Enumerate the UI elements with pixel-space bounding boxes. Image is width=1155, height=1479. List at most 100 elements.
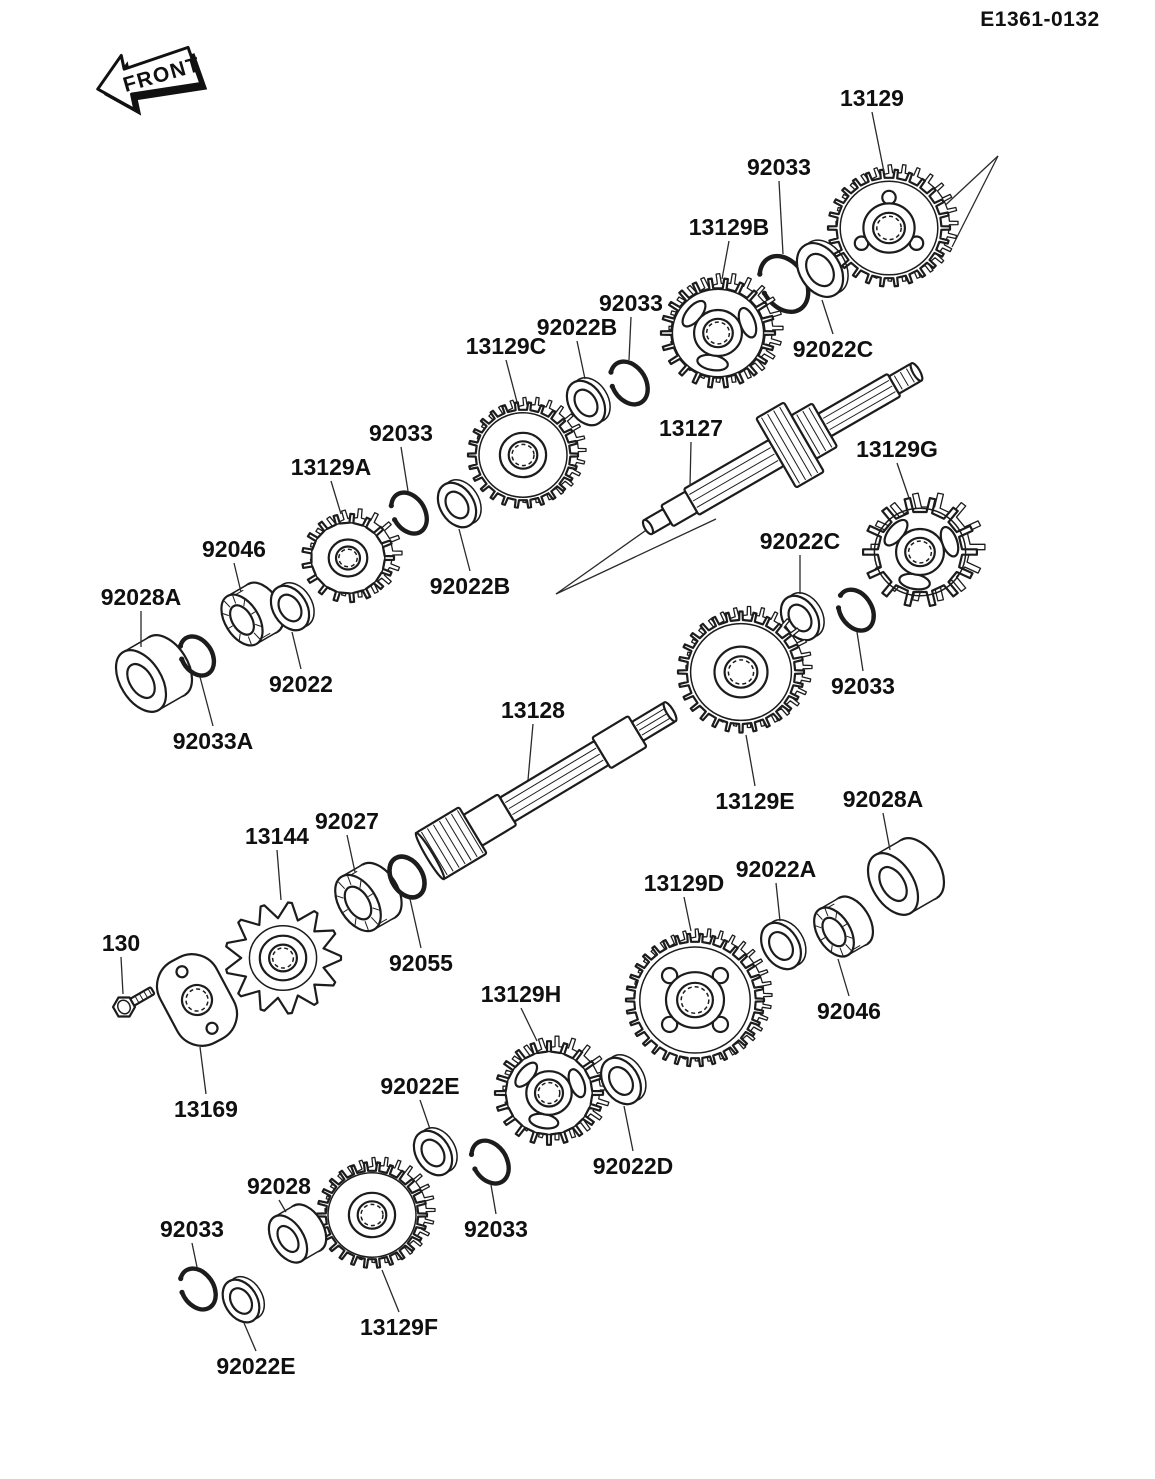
leader-line [576,340,586,380]
leader-line [683,896,692,932]
leader-line [896,462,910,499]
part-label-13144: 13144 [245,823,309,849]
leader-line [381,1269,400,1313]
part-label-92033: 92033 [160,1216,224,1242]
leader-line [505,359,518,403]
leader-line [400,446,409,492]
leader-line [689,441,692,487]
part-gear-13129H [493,1035,612,1146]
part-washer-92022 [269,582,315,632]
part-plate-13169 [155,953,239,1047]
part-gear-13129 [826,164,959,288]
part-label-92028A: 92028A [843,786,924,812]
leader-line [721,240,730,280]
leader-line [233,562,242,593]
leader-line [778,180,784,255]
part-label-92033: 92033 [369,420,433,446]
part-label-92022: 92022 [269,671,333,697]
labels-layer: 1312713128131299203392022C13129B92033920… [101,85,938,1379]
part-oring-92055 [387,854,427,900]
part-gear-13129A [301,508,403,604]
part-label-92022E: 92022E [216,1353,295,1379]
part-label-92022B: 92022B [537,314,618,340]
part-washer-92022E [412,1127,458,1177]
part-label-92022A: 92022A [736,856,817,882]
part-label-92022C: 92022C [760,528,841,554]
part-bolt-130 [111,986,156,1018]
part-label-13127: 13127 [659,415,723,441]
leader-line [330,480,342,515]
part-label-92022C: 92022C [793,336,874,362]
part-washer-92022B [565,377,611,427]
part-washer-92022B [436,479,482,529]
part-label-13129A: 13129A [291,454,372,480]
leader-line [520,1007,538,1042]
part-label-13129H: 13129H [481,981,562,1007]
part-circlip-92033 [178,1266,218,1312]
part-circlip-92033A [177,634,217,678]
part-gear-13129B [659,272,784,389]
part-bearing-92028A [866,837,946,916]
part-label-130: 130 [102,930,140,956]
part-label-13128: 13128 [501,697,565,723]
leader-line [527,723,534,781]
leader-line [278,1199,287,1213]
part-washer-92022D [600,1054,647,1106]
document-code: E1361-0132 [980,8,1099,31]
leader-line [837,958,850,997]
part-label-92046: 92046 [202,536,266,562]
leader-line [856,631,864,672]
part-gear-13129F [315,1156,436,1269]
part-label-13129B: 13129B [689,214,770,240]
leader-line [191,1242,198,1268]
part-label-13129C: 13129C [466,333,547,359]
part-label-13169: 13169 [174,1096,238,1122]
part-shaft-13128 [414,701,678,881]
leader-line [745,734,756,787]
part-label-13129D: 13129D [644,870,725,896]
leader-line [882,812,891,851]
part-label-13129F: 13129F [360,1314,438,1340]
part-label-92022E: 92022E [380,1073,459,1099]
part-label-92022B: 92022B [430,573,511,599]
part-label-92033: 92033 [747,154,811,180]
part-label-92022D: 92022D [593,1153,674,1179]
part-label-92046: 92046 [817,998,881,1024]
part-gear-13129G [862,492,986,607]
leader-line [276,849,282,901]
front-arrow-icon [96,45,203,112]
leader-line [199,1046,207,1095]
parts-layer [111,164,986,1324]
part-bearing-92028 [267,1203,328,1264]
leader-line [346,834,356,873]
part-washer-92022A [760,919,807,971]
part-gear-13129E [676,605,813,734]
part-label-92033: 92033 [599,290,663,316]
part-circlip-92033 [468,1138,511,1186]
part-circlip-92033 [835,587,876,633]
part-label-92028: 92028 [247,1173,311,1199]
part-bearing-92027 [334,861,403,933]
part-label-13129: 13129 [840,85,904,111]
leader-line [199,676,214,727]
guide-line [937,155,999,213]
part-shaft-13127 [641,362,924,536]
part-label-13129E: 13129E [715,788,794,814]
leader-line [775,882,781,922]
leader-line [243,1322,257,1352]
part-circlip-92033 [388,490,429,536]
part-gear-13129D [624,928,773,1068]
leader-line [291,631,302,670]
guide-line [555,518,717,595]
part-label-92028A: 92028A [101,584,182,610]
leader-line [623,1105,634,1152]
part-label-92033A: 92033A [173,728,254,754]
leader-line [628,316,632,361]
guide-lines-layer [555,155,999,595]
part-washer-92022C [795,239,849,298]
part-circlip-92033 [608,359,650,407]
leader-line [871,111,885,173]
part-sprocket-13144 [225,901,343,1015]
part-label-92033: 92033 [831,673,895,699]
